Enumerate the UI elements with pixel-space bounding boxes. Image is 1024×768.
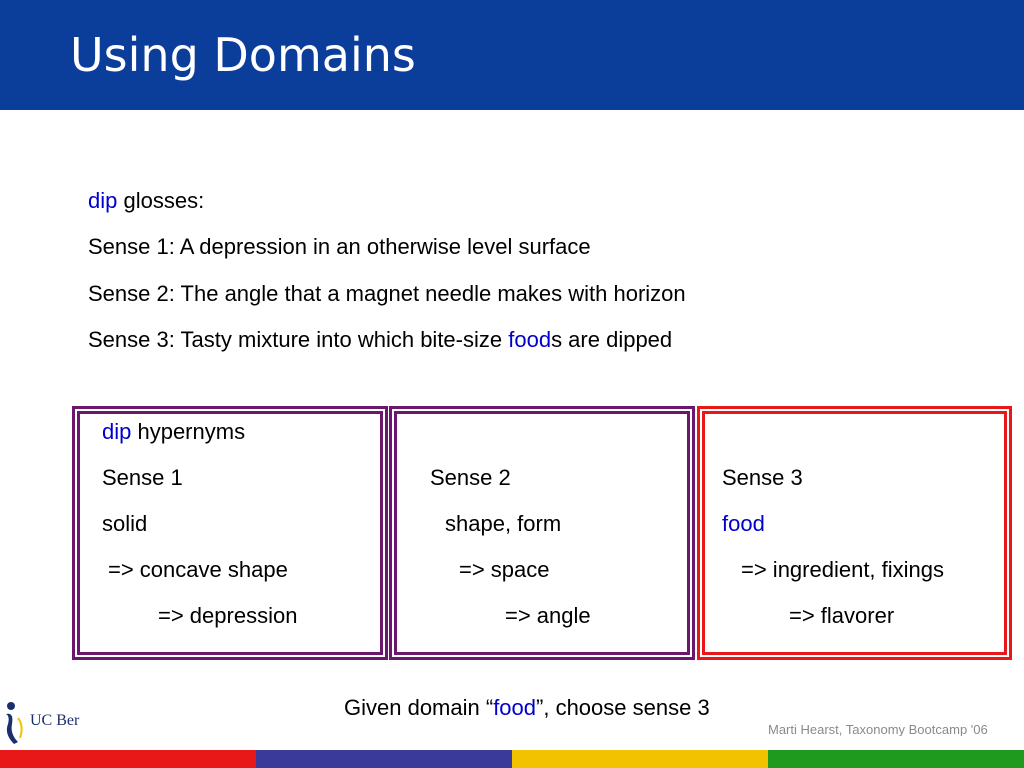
uc-berkeley-logo-icon <box>6 702 23 744</box>
conclusion-note: Given domain “food”, choose sense 3 <box>344 695 710 721</box>
box2-sense-label: Sense 2 <box>430 465 511 490</box>
box2-line2: => space <box>459 557 550 582</box>
gloss-sense-3-before: Sense 3: Tasty mixture into which bite-s… <box>88 327 509 352</box>
color-bar-yellow <box>512 750 768 768</box>
gloss-sense-3-after: s are dipped <box>551 327 673 352</box>
gloss-sense-3-highlight: food <box>508 327 552 352</box>
hypernym-box-sense-2 <box>389 406 695 660</box>
hypernyms-heading: dip hypernyms <box>102 419 245 445</box>
box1-line1: solid <box>102 511 148 536</box>
footer-credit: Marti Hearst, Taxonomy Bootcamp '06 <box>768 722 988 736</box>
box3-line2: => ingredient, fixings <box>741 557 945 582</box>
logo-text: UC Ber <box>30 712 80 729</box>
color-bar-green <box>768 750 1024 768</box>
conclusion-note-after: ”, choose sense 3 <box>536 695 710 720</box>
color-bar-blue <box>256 750 512 768</box>
color-bar-red <box>0 750 256 768</box>
box3-sense-label: Sense 3 <box>722 465 803 490</box>
box1-sense-label: Sense 1 <box>102 465 183 490</box>
glosses-heading-rest: glosses: <box>117 188 205 213</box>
glosses-heading: dip glosses: <box>88 188 204 214</box>
gloss-sense-2: Sense 2: The angle that a magnet needle … <box>88 281 686 306</box>
gloss-sense-1: Sense 1: A depression in an otherwise le… <box>88 234 591 259</box>
box3-line1: food <box>722 511 765 536</box>
conclusion-note-highlight: food <box>493 695 537 720</box>
box2-line1: shape, form <box>445 511 562 536</box>
slide-title: Using Domains <box>70 28 416 82</box>
color-bar <box>0 750 1024 768</box>
hypernyms-heading-rest: hypernyms <box>131 419 246 444</box>
glosses-heading-word: dip <box>88 188 118 213</box>
box3-line3: => flavorer <box>789 603 895 628</box>
title-bar: Using Domains <box>0 0 1024 110</box>
gloss-sense-3: Sense 3: Tasty mixture into which bite-s… <box>88 327 672 353</box>
box2-line3: => angle <box>505 603 591 628</box>
box1-line3: => depression <box>158 603 298 628</box>
box1-line2: => concave shape <box>108 557 288 582</box>
hypernym-box-sense-3 <box>697 406 1012 660</box>
conclusion-note-before: Given domain “ <box>344 695 494 720</box>
hypernyms-heading-word: dip <box>102 419 132 444</box>
hypernym-box-sense-1 <box>72 406 388 660</box>
